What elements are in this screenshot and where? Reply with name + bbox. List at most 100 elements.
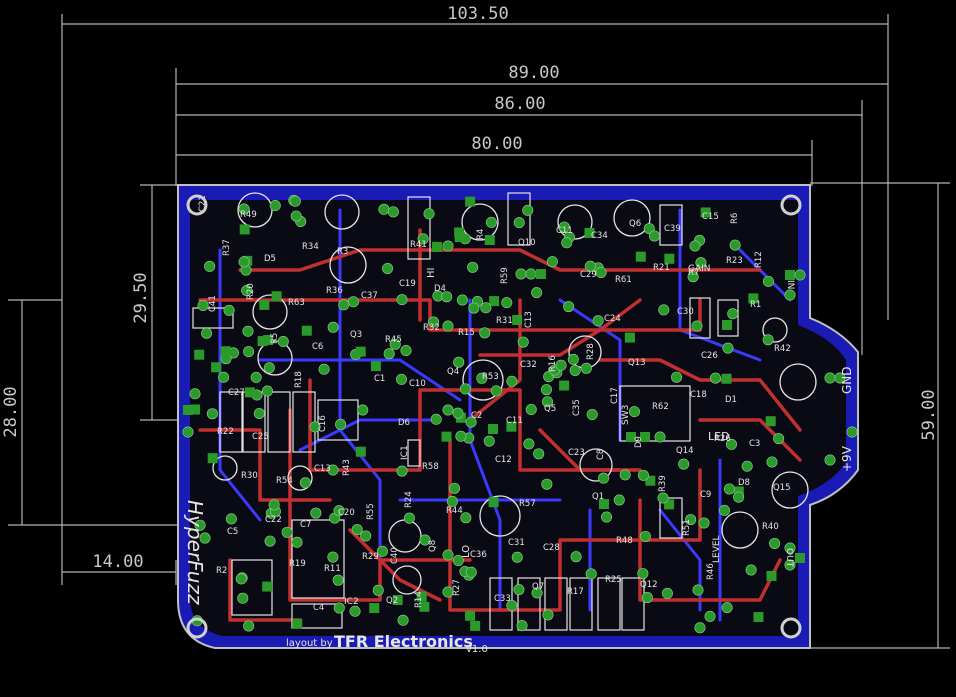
via-pad <box>722 342 734 354</box>
square-pad <box>664 499 675 510</box>
pcb-trace <box>738 248 792 302</box>
via-pad <box>327 464 339 476</box>
via-pad <box>442 586 454 598</box>
square-pad <box>635 251 646 262</box>
via-pad <box>718 504 730 516</box>
via-pad <box>218 371 230 383</box>
component-body <box>407 196 431 260</box>
square-pad <box>370 361 381 372</box>
via-pad <box>468 302 480 314</box>
component-ref: Q12 <box>640 580 658 590</box>
component-ref: R40 <box>762 522 779 532</box>
via-pad <box>332 574 344 586</box>
via-pad <box>515 268 527 280</box>
component-ref: R53 <box>482 372 499 382</box>
component-body <box>619 385 691 442</box>
via-pad <box>601 511 613 523</box>
via-pad <box>335 418 347 430</box>
via-pad <box>446 495 458 507</box>
via-pad <box>824 454 836 466</box>
component-ref: C2 <box>471 411 482 421</box>
via-pad <box>396 465 408 477</box>
square-pad <box>785 270 795 280</box>
silkscreen-layer: C21R34C19R31R28C18R22C13R24C31R25C15R37R… <box>198 195 791 613</box>
via-pad <box>598 472 610 484</box>
via-pad <box>237 592 249 604</box>
component-ref: C36 <box>470 550 487 560</box>
component-ref: Q4 <box>447 367 459 377</box>
component-ref: R48 <box>616 536 633 546</box>
via-pad <box>584 260 596 272</box>
via-pad <box>480 302 492 314</box>
via-pad <box>189 388 201 400</box>
via-pad <box>465 416 477 428</box>
via-pad <box>531 287 543 299</box>
component-ref: R17 <box>567 587 584 597</box>
via-pad <box>250 371 262 383</box>
via-pad <box>784 542 796 554</box>
via-pad <box>561 237 573 249</box>
square-pad <box>753 612 764 623</box>
label-lo: LO <box>461 545 472 558</box>
via-pad <box>692 584 704 596</box>
capacitor-outline <box>613 199 651 237</box>
via-pad <box>225 513 237 525</box>
via-pad <box>542 609 554 621</box>
via-pad <box>723 483 735 495</box>
via-pad <box>201 327 213 339</box>
board-title: HyperFuzz <box>183 500 207 605</box>
via-pad <box>400 345 412 357</box>
component-ref: C13 <box>524 311 534 328</box>
via-pad <box>281 526 293 538</box>
component-ref: Q3 <box>350 330 362 340</box>
via-pad <box>197 299 209 311</box>
component-body <box>517 577 541 631</box>
dim-29-50: 29.50 <box>131 272 151 323</box>
square-pad <box>355 446 366 457</box>
via-pad <box>389 338 401 350</box>
via-pad <box>423 208 435 220</box>
via-pad <box>661 587 673 599</box>
square-pad <box>441 431 452 442</box>
square-pad <box>584 227 595 238</box>
via-pad <box>671 371 683 383</box>
capacitor-outline <box>252 294 288 330</box>
via-pad <box>376 545 388 557</box>
via-pad <box>241 285 253 297</box>
square-pad <box>664 253 675 264</box>
component-ref: C22 <box>265 515 282 525</box>
square-pad <box>536 269 546 279</box>
via-pad <box>351 524 363 536</box>
square-pad <box>416 591 427 602</box>
via-pad <box>654 431 666 443</box>
component-ref: C20 <box>338 508 355 518</box>
via-pad <box>396 373 408 385</box>
via-pad <box>685 514 697 526</box>
dim-28-00: 28.00 <box>1 386 21 437</box>
square-pad <box>598 499 609 510</box>
via-pad <box>206 408 218 420</box>
component-ref: R22 <box>217 427 234 437</box>
component-ref: C37 <box>361 291 378 301</box>
component-ref: C40 <box>390 547 400 564</box>
component-ref: R2 <box>216 566 227 576</box>
via-pad <box>506 375 518 387</box>
component-ref: R45 <box>385 335 402 345</box>
label-ic1: IC1 <box>400 445 410 460</box>
via-pad <box>382 263 394 275</box>
component-ref: C33 <box>494 594 511 604</box>
component-ref: C11 <box>556 226 573 236</box>
via-pad <box>516 620 528 632</box>
via-pad <box>338 299 350 311</box>
component-ref: R43 <box>342 459 352 476</box>
component-body <box>659 497 683 539</box>
via-pad <box>253 407 265 419</box>
via-pad <box>264 535 276 547</box>
component-ref: C12 <box>495 455 512 465</box>
via-pad <box>570 551 582 563</box>
component-ref: Q13 <box>628 358 646 368</box>
component-ref: C29 <box>580 270 597 280</box>
component-ref: R23 <box>726 256 743 266</box>
via-pad <box>585 568 597 580</box>
